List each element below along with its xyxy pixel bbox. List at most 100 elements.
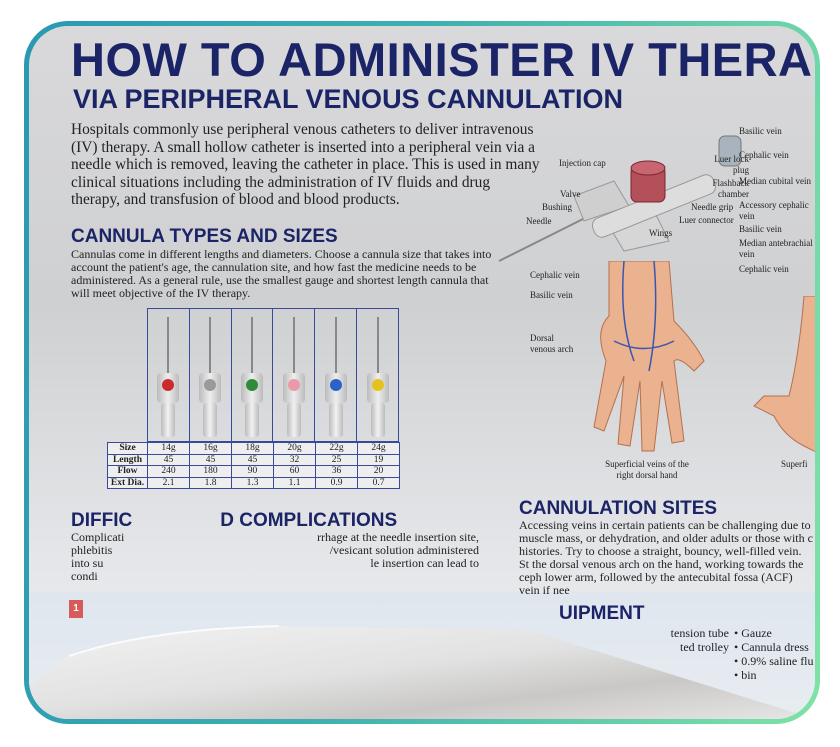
arm-caption: Superfi: [781, 459, 808, 469]
intro-text: Hospitals commonly use peripheral venous…: [71, 121, 540, 209]
page-curl: [29, 625, 815, 719]
line-text: rrhage at the needle insertion site,: [317, 530, 479, 544]
poster: HOW TO ADMINISTER IV THERAP VIA PERIPHER…: [29, 26, 815, 719]
needle: [251, 317, 254, 377]
arm-label: Median cubital vein: [739, 176, 811, 186]
color-cap: [371, 379, 384, 391]
bullet: •: [734, 626, 742, 640]
complications-heading-right: D COMPLICATIONS: [220, 510, 398, 531]
color-cap: [246, 379, 259, 391]
table-cell: 0.7: [357, 476, 400, 489]
label-bushing: Bushing: [542, 202, 573, 212]
text-line: into su: [71, 557, 124, 570]
text-line: tension tube: [644, 626, 729, 640]
equipment-list-right: • Gauze• Cannula dress• 0.9% saline flu•…: [734, 626, 814, 682]
label-injection-cap: Injection cap: [559, 158, 606, 168]
cannula-image: [148, 309, 190, 441]
cannula-image: [357, 309, 398, 441]
label-needle: Needle: [526, 216, 552, 226]
text-line: • bin: [734, 668, 814, 682]
complications-text-right: rrhage at the needle insertion site,/ves…: [279, 531, 479, 570]
label-valve: Valve: [560, 189, 581, 199]
line-text: phlebitis: [71, 543, 113, 557]
text-line: • Cannula dress: [734, 640, 814, 654]
arm-label: Cephalic vein: [739, 264, 789, 274]
line-text: ted trolley: [680, 640, 729, 654]
sites-heading: CANNULATION SITES: [519, 498, 718, 519]
poster-subtitle: VIA PERIPHERAL VENOUS CANNULATION: [73, 84, 624, 114]
needle: [209, 317, 212, 377]
text-line: phlebitis: [71, 544, 124, 557]
text-line: rrhage at the needle insertion site,: [279, 531, 479, 544]
needle: [167, 317, 170, 377]
cannula-tail: [245, 403, 260, 437]
cannula-image: [232, 309, 274, 441]
cannula-heading: CANNULA TYPES AND SIZES: [71, 226, 338, 247]
needle: [376, 317, 379, 377]
color-cap: [329, 379, 342, 391]
complications-heading-left: DIFFIC: [71, 510, 133, 531]
poster-frame: HOW TO ADMINISTER IV THERAP VIA PERIPHER…: [24, 21, 820, 724]
color-cap: [204, 379, 217, 391]
line-text: bin: [741, 668, 757, 682]
line-text: condi: [71, 569, 98, 583]
cannula-tail: [161, 403, 176, 437]
text-line: /vesicant solution administered: [279, 544, 479, 557]
line-text: 0.9% saline flu: [741, 654, 814, 668]
text-line: • Gauze: [734, 626, 814, 640]
table-cell: 19: [357, 453, 400, 466]
label-flashback: Flashback chamber: [712, 178, 750, 199]
poster-title: HOW TO ADMINISTER IV THERAP: [71, 33, 815, 86]
bullet: •: [734, 654, 742, 668]
color-cap: [162, 379, 175, 391]
text-line: • 0.9% saline flu: [734, 654, 814, 668]
cannula-tail: [328, 403, 343, 437]
step-badge: 1: [69, 600, 83, 618]
cannula-image: [190, 309, 232, 441]
arm-illustration: [753, 296, 815, 453]
label-needle-grip: Needle grip: [691, 202, 734, 212]
bullet: •: [734, 668, 742, 682]
cannula-images: [147, 308, 399, 442]
table-cell: 0.9: [315, 476, 358, 489]
line-text: Gauze: [741, 626, 772, 640]
cannula-tail: [370, 403, 385, 437]
needle: [292, 317, 295, 377]
label-luer-connector: Luer connector: [679, 215, 734, 225]
row-header: Ext Dia.: [107, 476, 148, 489]
line-text: into su: [71, 556, 104, 570]
cannula-text: Cannulas come in different lengths and d…: [71, 247, 492, 300]
label-hand-basilic: Basilic vein: [530, 290, 573, 300]
complications-heading: DIFFIC D COMPLICATIONS: [71, 510, 397, 532]
line-text: Cannula dress: [741, 640, 809, 654]
label-dorsal-arch: Dorsal venous arch: [530, 333, 574, 354]
text-line: le insertion can lead to: [279, 557, 479, 570]
line-text: le insertion can lead to: [370, 556, 479, 570]
line-text: Complicati: [71, 530, 125, 544]
arm-label: Basilic vein: [739, 224, 782, 234]
cannula-image: [315, 309, 358, 441]
label-hand-cephalic: Cephalic vein: [530, 270, 580, 280]
arm-label: Accessory cephalic vein: [739, 200, 809, 221]
catheter-diagram: [498, 135, 742, 262]
label-luer-lock: Luer lock plug: [714, 154, 749, 175]
arm-label: Cephalic vein: [739, 150, 789, 160]
line-text: tension tube: [670, 626, 729, 640]
text-line: condi: [71, 570, 124, 583]
arm-label: Basilic vein: [739, 126, 782, 136]
hand-caption: Superficial veins of the right dorsal ha…: [605, 459, 689, 480]
sites-text: Accessing veins in certain patients can …: [519, 518, 813, 597]
label-wings: Wings: [649, 228, 673, 238]
text-line: ted trolley: [644, 640, 729, 654]
table-cell: 1.1: [273, 476, 316, 489]
cannula-image: [273, 309, 316, 441]
needle: [334, 317, 337, 377]
equipment-heading: UIPMENT: [559, 603, 645, 624]
cannula-tail: [203, 403, 218, 437]
